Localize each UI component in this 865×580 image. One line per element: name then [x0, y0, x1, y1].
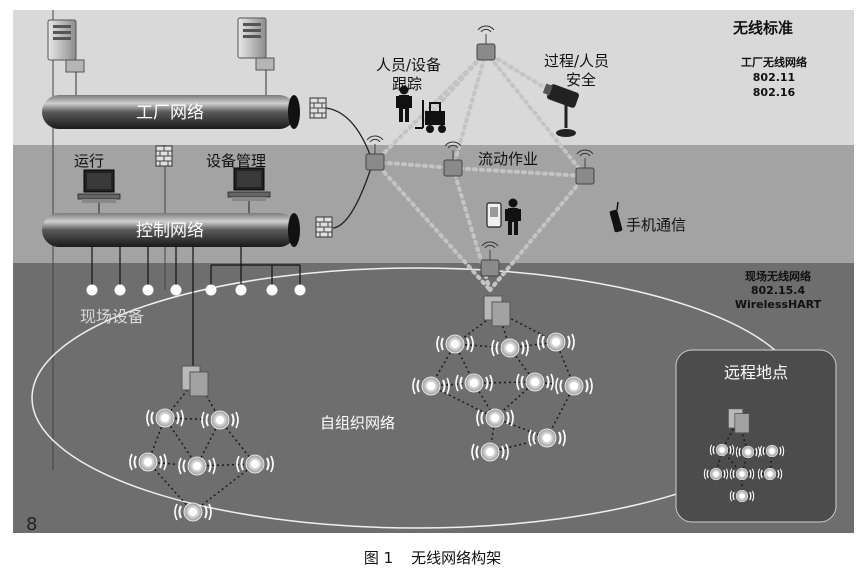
- computer-icon: [227, 167, 271, 202]
- factory-wireless-title: 工厂无线网络: [741, 55, 807, 69]
- factory-network-pipe: 工厂网络: [42, 95, 300, 129]
- field-device-bus: [91, 247, 301, 370]
- figure-number: 图 1: [363, 549, 394, 567]
- factory-network-label: 工厂网络: [136, 103, 204, 123]
- computer-icon: [77, 169, 121, 204]
- firewall-icon: [155, 145, 173, 167]
- field-device-dots: [86, 284, 306, 296]
- control-network-label: 控制网络: [136, 221, 204, 241]
- camera-icon: [542, 83, 579, 137]
- personnel-tracking-label-2: 跟踪: [392, 75, 422, 93]
- field-devices-label: 现场设备: [80, 307, 144, 326]
- remote-site-label: 远程地点: [724, 363, 788, 382]
- operation-label: 运行: [74, 152, 104, 170]
- figure-caption: 图 1 无线网络构架: [0, 547, 865, 568]
- factory-std-80211: 802.11: [753, 71, 795, 84]
- architecture-diagram: 工厂网络 控制网络 运行 设备管理 人员/设备 跟踪 过程/人员 安全 流动作业…: [13, 10, 854, 535]
- firewall-icon: [309, 97, 327, 119]
- wireless-standard-heading: 无线标准: [732, 19, 793, 37]
- corner-mark: 8: [26, 514, 37, 535]
- firewall-icon: [315, 216, 333, 238]
- device-management-label: 设备管理: [206, 152, 266, 170]
- mobile-work-label: 流动作业: [478, 150, 538, 168]
- process-safety-label-1: 过程/人员: [544, 52, 609, 70]
- control-network-pipe: 控制网络: [42, 213, 300, 247]
- factory-std-80216: 802.16: [753, 86, 796, 99]
- pda-icon: [486, 202, 502, 228]
- figure-title: 无线网络构架: [411, 549, 502, 567]
- mobile-comm-label: 手机通信: [626, 216, 686, 234]
- process-safety-label-2: 安全: [566, 71, 596, 89]
- phone-icon: [609, 201, 623, 233]
- field-std-802154: 802.15.4: [751, 284, 806, 297]
- field-std-wirelesshart: WirelessHART: [735, 298, 822, 311]
- self-organizing-network-label: 自组织网络: [320, 414, 395, 432]
- field-wireless-title: 现场无线网络: [745, 269, 811, 283]
- forklift-icon: [415, 100, 446, 133]
- personnel-tracking-label-1: 人员/设备: [376, 56, 441, 74]
